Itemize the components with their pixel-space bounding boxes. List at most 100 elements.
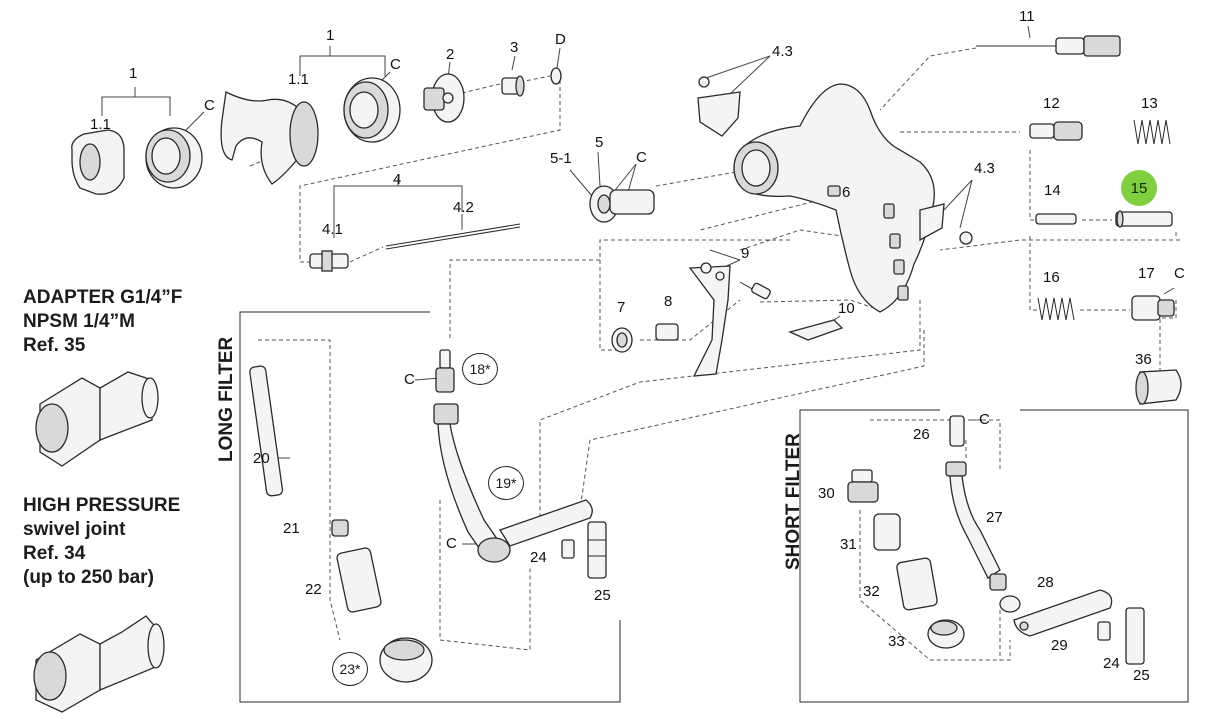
label-3: 3: [510, 39, 519, 56]
label-5-1: 5-1: [550, 150, 572, 167]
part-24-screw-b: [1097, 621, 1111, 641]
label-14: 14: [1044, 182, 1061, 199]
label-8: 8: [664, 293, 673, 310]
label-4-3-top: 4.3: [772, 43, 793, 60]
label-4-3-right: 4.3: [974, 160, 995, 177]
part-air-cap-horn: [220, 91, 319, 185]
label-24-right: 24: [1103, 655, 1120, 672]
part-22-housing: [336, 547, 382, 613]
part-7-nut: [611, 327, 633, 353]
swivel-34-illustration: [33, 615, 165, 713]
adapter-35-illustration: [35, 371, 159, 467]
long-filter-title: LONG FILTER: [216, 336, 237, 462]
part-9-trigger: [688, 262, 771, 377]
part-10-hook: [788, 319, 844, 341]
label-5: 5: [595, 134, 604, 151]
label-21: 21: [283, 520, 300, 537]
part-32-housing: [896, 557, 938, 611]
label-9: 9: [741, 245, 750, 262]
label-30: 30: [818, 485, 835, 502]
part-26-fitting: [949, 415, 965, 447]
label-4-2: 4.2: [453, 199, 474, 216]
part-11-rod: [976, 35, 1121, 57]
label-32: 32: [863, 583, 880, 600]
label-1-mid: 1: [326, 27, 335, 44]
label-33: 33: [888, 633, 905, 650]
label-23-text: 23*: [339, 661, 361, 677]
label-24-left: 24: [530, 549, 547, 566]
label-c-5: C: [636, 149, 647, 166]
label-6: 6: [842, 184, 851, 201]
part-20-filter-long: [249, 365, 284, 497]
label-c-26: C: [979, 411, 990, 428]
label-19-text: 19*: [495, 475, 517, 491]
label-11: 11: [1019, 8, 1035, 25]
part-30-fitting: [847, 469, 879, 503]
long-filter-box: [239, 311, 621, 703]
swivel-note-line-2: swivel joint: [23, 519, 126, 540]
part-16-spring: [1037, 297, 1075, 321]
part-21-spring: [331, 519, 349, 537]
label-c-18: C: [404, 371, 415, 388]
label-28: 28: [1037, 574, 1054, 591]
label-18-circled: 18*: [462, 353, 498, 385]
label-7: 7: [617, 299, 626, 316]
swivel-note-line-1: HIGH PRESSURE: [23, 495, 181, 516]
label-23-circled: 23*: [332, 652, 368, 686]
label-1-left: 1: [129, 65, 138, 82]
part-6-spring: [827, 185, 841, 197]
part-15-pin: [1115, 210, 1173, 228]
part-c-cap-mid: [343, 77, 401, 143]
label-10: 10: [838, 300, 855, 317]
label-25-left: 25: [594, 587, 611, 604]
part-14-pin: [1035, 213, 1077, 225]
label-19-circled: 19*: [488, 466, 524, 500]
part-2-nozzle: [423, 73, 465, 123]
label-1-1-left: 1.1: [90, 116, 111, 133]
part-gun-body: [733, 83, 935, 313]
adapter-note-line-1: ADAPTER G1/4”F: [23, 287, 183, 308]
label-15-text: 15: [1130, 179, 1148, 197]
part-5-fluid-nozzle: [589, 185, 655, 223]
label-25-right: 25: [1133, 667, 1150, 684]
part-31-sleeve: [873, 513, 901, 551]
part-36-cap: [1135, 369, 1182, 405]
label-d: D: [555, 31, 566, 48]
part-17-cap: [1131, 295, 1175, 321]
swivel-note: HIGH PRESSURE swivel joint Ref. 34 (up t…: [23, 494, 180, 590]
label-c-mid: C: [390, 56, 401, 73]
label-c-17: C: [1174, 265, 1185, 282]
label-27: 27: [986, 509, 1003, 526]
label-15-highlighted: 15: [1121, 170, 1157, 206]
label-22: 22: [305, 581, 322, 598]
label-26: 26: [913, 426, 930, 443]
adapter-note-line-3: Ref. 35: [23, 335, 86, 356]
part-c-cap-left: [145, 127, 203, 189]
label-18-text: 18*: [469, 361, 491, 377]
swivel-note-line-4: (up to 250 bar): [23, 567, 154, 588]
label-c-left: C: [204, 97, 215, 114]
part-27-tube: [945, 461, 1007, 591]
label-20: 20: [253, 450, 270, 467]
label-16: 16: [1043, 269, 1060, 286]
label-31: 31: [840, 536, 857, 553]
part-25-fitting-a: [587, 521, 607, 579]
part-4-2-needle: [385, 223, 521, 250]
part-24-screw-a: [561, 539, 575, 559]
part-25-fitting-b: [1125, 607, 1145, 665]
adapter-note: ADAPTER G1/4”F NPSM 1/4”M Ref. 35: [23, 286, 182, 358]
label-17: 17: [1138, 265, 1155, 282]
label-1-1-mid: 1.1: [288, 71, 309, 88]
label-12: 12: [1043, 95, 1060, 112]
adapter-note-line-2: NPSM 1/4”M: [23, 311, 135, 332]
label-13: 13: [1141, 95, 1158, 112]
part-1-1-left: [71, 129, 125, 195]
label-c-19: C: [446, 535, 457, 552]
label-4: 4: [393, 171, 402, 188]
part-23-ring: [379, 637, 433, 683]
short-filter-title: SHORT FILTER: [783, 433, 804, 570]
part-29-bracket: [1013, 589, 1113, 637]
part-4-3-clip-right: [919, 203, 973, 245]
part-d-washer: [550, 67, 562, 85]
